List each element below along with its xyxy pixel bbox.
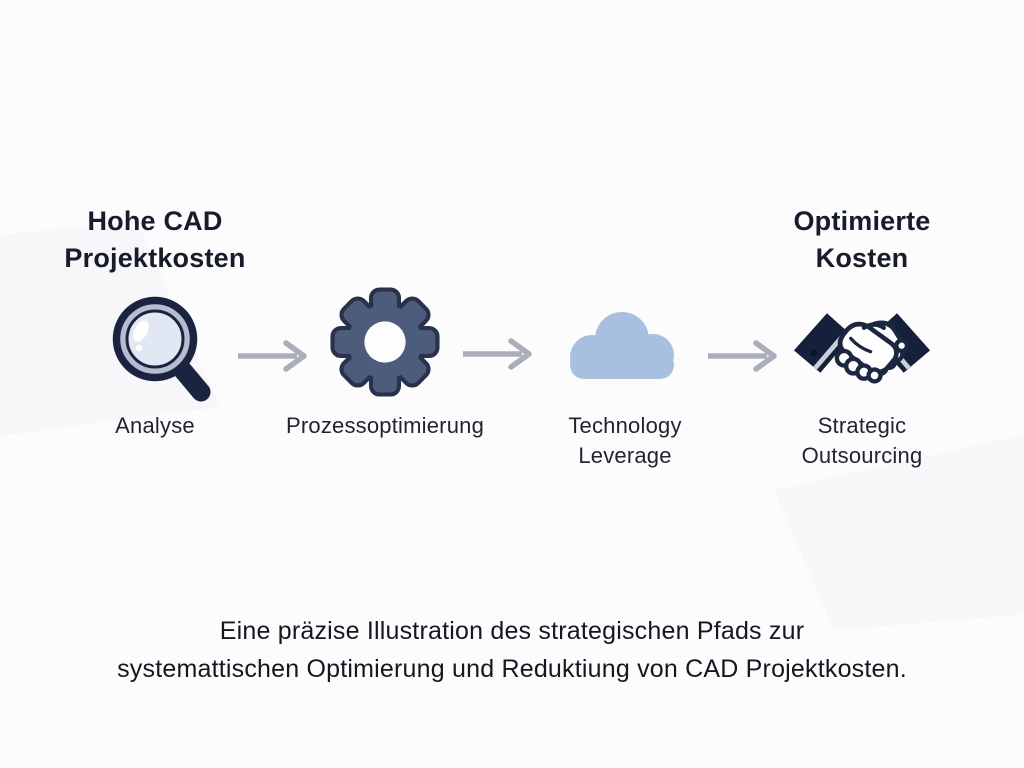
flow-arrow	[238, 340, 307, 372]
step-label-analyse: Analyse	[115, 413, 195, 438]
flow-arrow	[708, 340, 777, 372]
caption-line-1: Eine präzise Illustration des strategisc…	[219, 617, 805, 645]
step-label-strategic-outsourcing: Strategic Outsourcing	[801, 413, 923, 468]
step-label-technology-leverage: Technology Leverage	[568, 413, 682, 468]
step-label-prozessoptimierung: Prozessoptimierung	[285, 413, 485, 438]
gear-icon	[330, 287, 440, 397]
start-state-heading: Hohe CAD Projektkosten	[64, 206, 246, 273]
magnifier-icon	[112, 296, 211, 402]
caption-line-2: systemattischen Optimierung und Reduktiu…	[117, 655, 907, 683]
end-state-heading: Optimierte Kosten	[793, 206, 931, 273]
cloud-icon	[570, 312, 674, 379]
flow-arrow	[463, 338, 532, 370]
caption: Eine präzise Illustration des strategisc…	[72, 612, 952, 688]
handshake-icon	[793, 313, 931, 384]
